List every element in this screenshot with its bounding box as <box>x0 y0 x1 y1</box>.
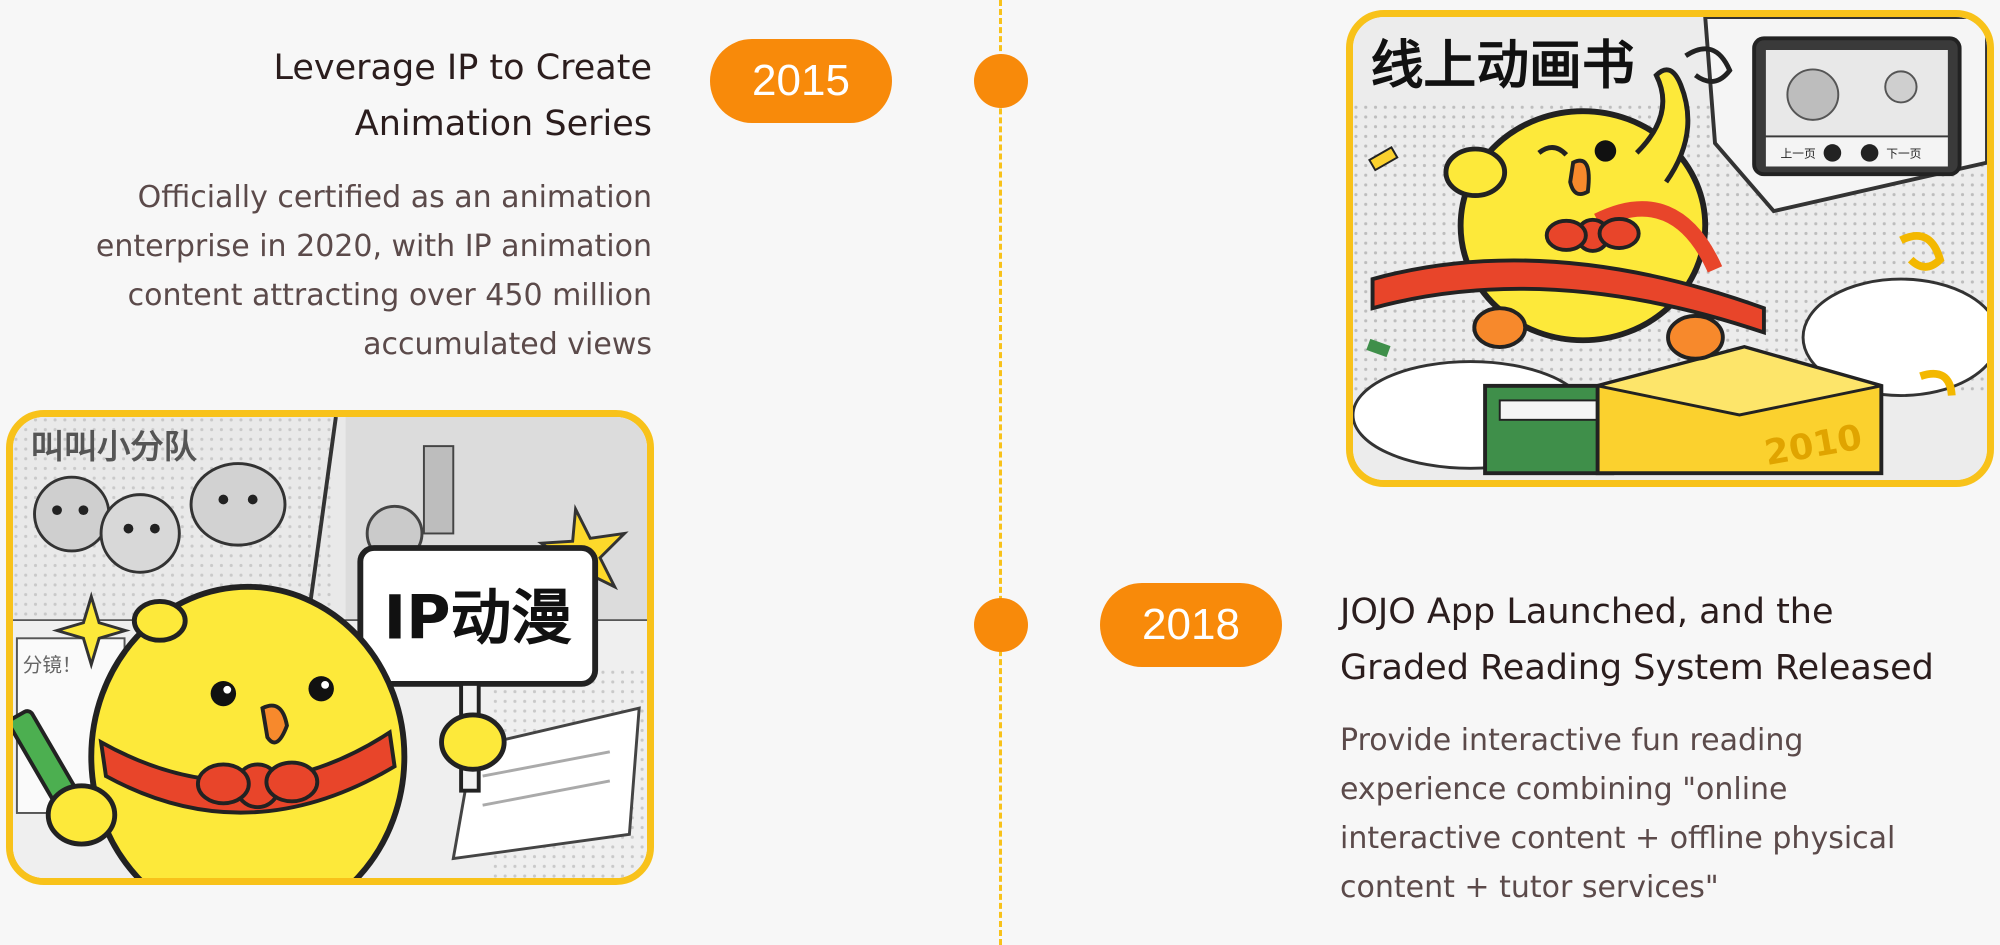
entry-2018-description: Provide interactive fun reading experien… <box>1340 716 1990 912</box>
entry-2018-title: JOJO App Launched, and the Graded Readin… <box>1340 584 1990 696</box>
entry-2018-desc-line: experience combining "online <box>1340 772 1788 807</box>
timeline-dot-2015 <box>974 54 1028 108</box>
next-page-label: 下一页 <box>1886 147 1921 161</box>
entry-2015-title-line2: Animation Series <box>354 104 652 144</box>
entry-2018-desc-line: Provide interactive fun reading <box>1340 723 1804 758</box>
online-animated-book-illustration: 上一页 下一页 线上动画书 2010 <box>1346 10 1994 487</box>
entry-2015-desc-line: Officially certified as an animation <box>137 180 652 215</box>
ip-animation-illustration: 叫叫小分队 分镜！ IP动漫 <box>6 410 654 885</box>
entry-2018-title-line1: JOJO App Launched, and the <box>1340 592 1834 632</box>
storyboard-note-artwork: 分镜！ <box>23 653 82 676</box>
timeline-dot-2018 <box>974 598 1028 652</box>
timeline-dashed-line <box>999 0 1002 945</box>
ip-animation-svg: 叫叫小分队 分镜！ IP动漫 <box>13 417 647 878</box>
entry-2018-title-line2: Graded Reading System Released <box>1340 648 1934 688</box>
entry-2015-desc-line: content attracting over 450 million <box>127 278 652 313</box>
entry-2015-title-line1: Leverage IP to Create <box>273 48 653 88</box>
ip-anime-sign-text: IP动漫 <box>384 584 573 654</box>
comic-title-artwork: 叫叫小分队 <box>31 427 198 466</box>
entry-2018-desc-line: content + tutor services" <box>1340 870 1719 905</box>
online-animated-book-headline: 线上动画书 <box>1371 35 1635 96</box>
entry-2015-desc-line: accumulated views <box>363 327 652 362</box>
year-badge-2018: 2018 <box>1100 583 1282 667</box>
online-book-svg: 上一页 下一页 线上动画书 2010 <box>1353 17 1987 480</box>
entry-2015-description: Officially certified as an animation ent… <box>0 173 652 369</box>
entry-2018-desc-line: interactive content + offline physical <box>1340 821 1896 856</box>
prev-page-label: 上一页 <box>1781 147 1816 161</box>
entry-2015-desc-line: enterprise in 2020, with IP animation <box>95 229 652 264</box>
entry-2015-title: Leverage IP to Create Animation Series <box>32 40 653 152</box>
year-badge-2015: 2015 <box>710 39 892 123</box>
